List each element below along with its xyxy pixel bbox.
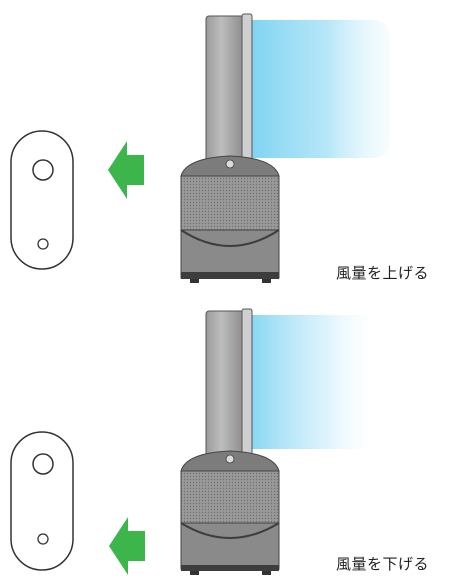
increase-airflow-caption: 風量を上げる [336, 264, 430, 282]
increase-airflow-illustration [10, 13, 390, 283]
arrow-left-icon [108, 141, 144, 199]
decrease-airflow-caption: 風量を下げる [336, 555, 430, 573]
airflow-icon [250, 315, 380, 449]
increase-airflow-panel: 風量を上げる [10, 13, 430, 283]
airflow-icon [250, 20, 390, 158]
remote-control-icon [10, 130, 74, 270]
fan-device-icon [180, 308, 280, 575]
decrease-airflow-panel: 風量を下げる [0, 289, 471, 578]
arrow-left-icon [109, 517, 145, 575]
remote-control-icon [10, 431, 74, 571]
decrease-airflow-illustration [10, 308, 380, 575]
fan-device-icon [180, 13, 280, 283]
